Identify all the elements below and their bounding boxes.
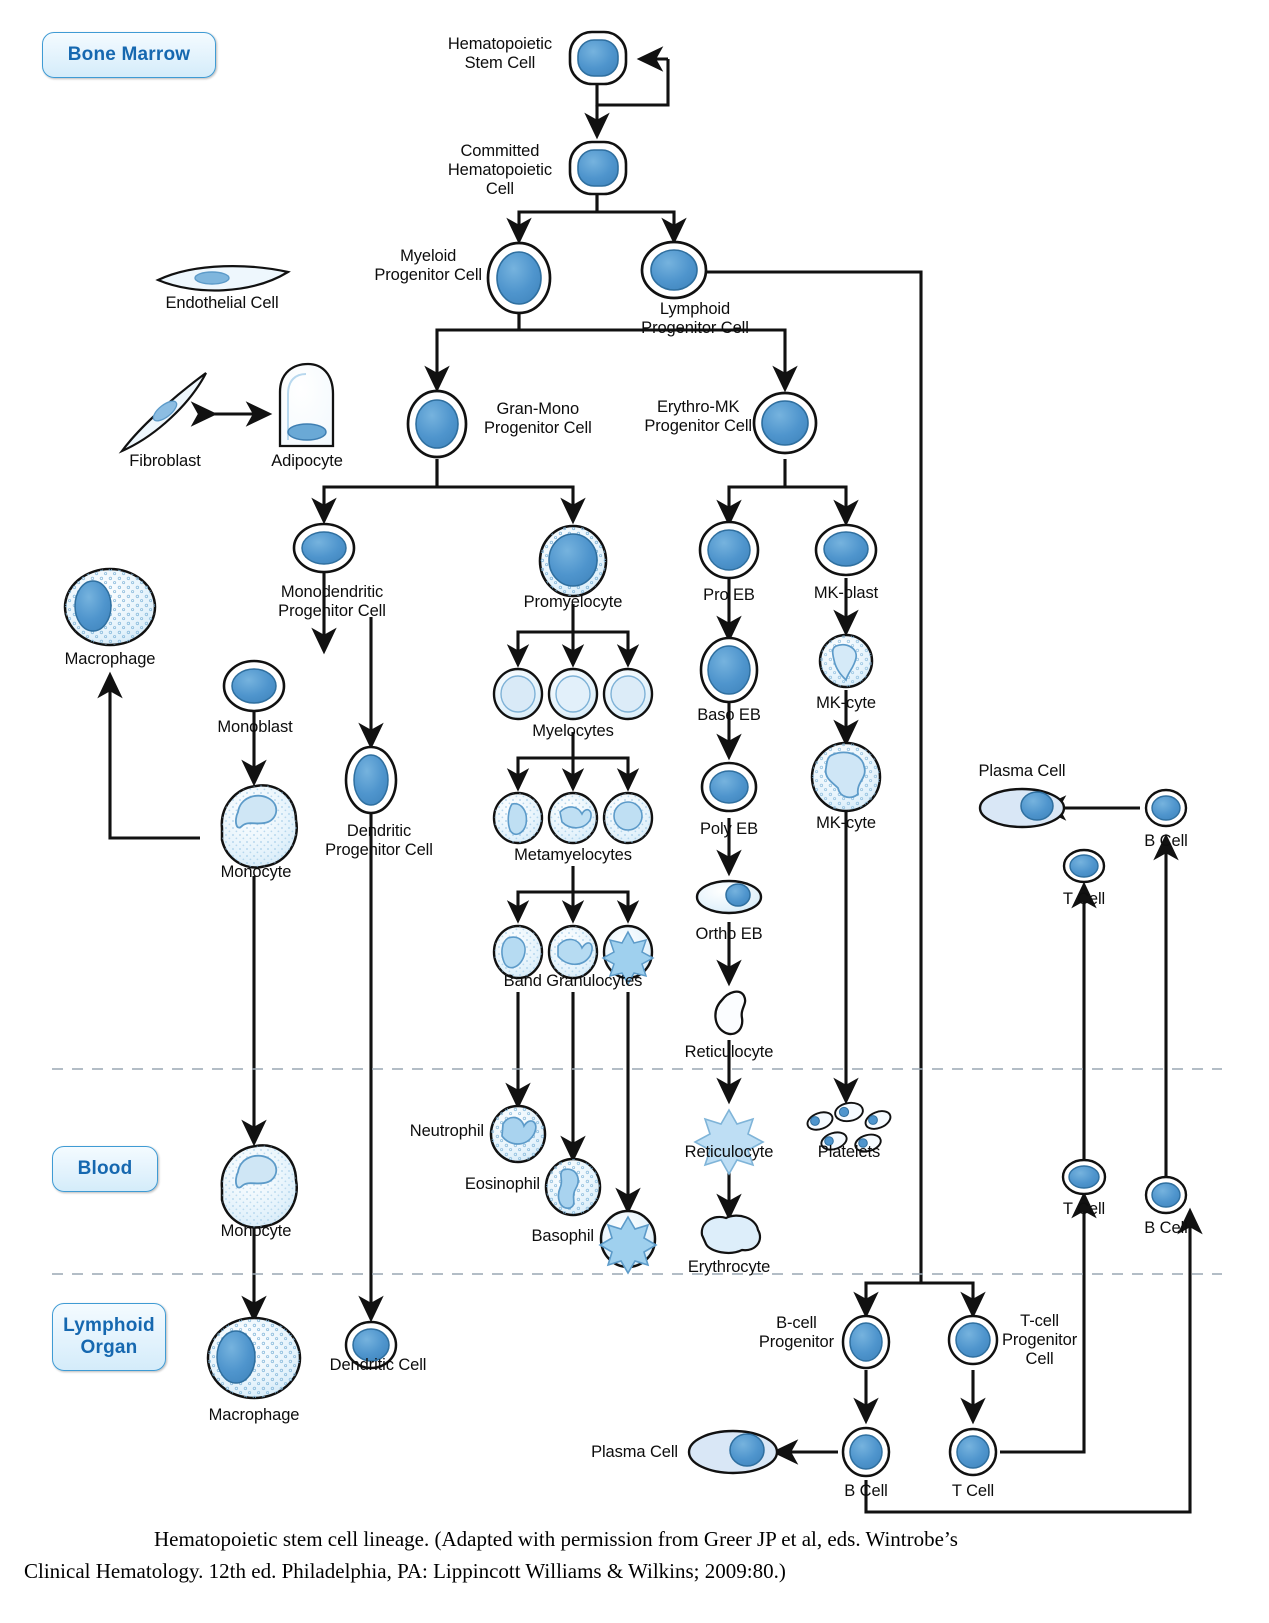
label-monoblast: Monoblast xyxy=(217,718,293,736)
label-dendritic-progenitor-cell: Dendritic Progenitor Cell xyxy=(325,822,433,859)
label-mk-cyte-1: MK-cyte xyxy=(816,694,876,712)
label-dendritic-cell: Dendritic Cell xyxy=(329,1356,427,1374)
label-monocyte-blood: Monocyte xyxy=(220,1222,292,1240)
label-adipocyte: Adipocyte xyxy=(271,452,343,470)
label-b-cell-blood: B Cell xyxy=(1144,1219,1188,1237)
label-plasma-cell-marrow: Plasma Cell xyxy=(978,762,1066,780)
label-reticulocyte-blood: Reticulocyte xyxy=(684,1143,774,1161)
badge-lymphoid-organ: Lymphoid Organ xyxy=(52,1303,166,1371)
label-macrophage-lymphoid: Macrophage xyxy=(208,1406,300,1424)
label-metamyelocytes: Metamyelocytes xyxy=(514,846,632,864)
label-reticulocyte-marrow: Reticulocyte xyxy=(684,1043,774,1061)
label-mk-blast: MK-blast xyxy=(813,584,879,602)
label-mk-cyte-2: MK-cyte xyxy=(816,814,876,832)
label-gran-mono-progenitor-cell: Gran-Mono Progenitor Cell xyxy=(484,400,592,437)
label-endothelial-cell: Endothelial Cell xyxy=(165,294,279,312)
caption-line-2: Clinical Hematology. 12th ed. Philadelph… xyxy=(24,1558,786,1583)
label-eosinophil: Eosinophil xyxy=(464,1175,540,1193)
label-band-granulocytes: Band Granulocytes xyxy=(503,972,643,990)
label-b-cell-lymphoid: B Cell xyxy=(844,1482,888,1500)
label-basophil: Basophil xyxy=(531,1227,595,1245)
badge-blood: Blood xyxy=(52,1146,158,1192)
label-baso-eb: Baso EB xyxy=(697,706,761,724)
label-t-cell-lymphoid: T Cell xyxy=(951,1482,995,1500)
label-macrophage-marrow: Macrophage xyxy=(64,650,156,668)
label-t-cell-blood: T Cell xyxy=(1062,1200,1106,1218)
label-lymphoid-progenitor-cell: Lymphoid Progenitor Cell xyxy=(641,300,749,337)
label-committed-hematopoietic-cell: Committed Hematopoietic Cell xyxy=(447,142,552,198)
label-ortho-eb: Ortho EB xyxy=(695,925,763,943)
label-b-cell-marrow: B Cell xyxy=(1144,832,1188,850)
label-t-cell-progenitor-cell: T-cell Progenitor Cell xyxy=(1002,1312,1078,1368)
caption-line-1: Hematopoietic stem cell lineage. (Adapte… xyxy=(154,1527,958,1551)
label-plasma-cell-lymphoid: Plasma Cell xyxy=(591,1443,678,1461)
label-promyelocyte: Promyelocyte xyxy=(523,593,623,611)
label-erythrocyte: Erythrocyte xyxy=(687,1258,771,1276)
label-t-cell-marrow: T Cell xyxy=(1062,890,1106,908)
label-myeloid-progenitor-cell: Myeloid Progenitor Cell xyxy=(374,247,482,284)
badge-bone-marrow: Bone Marrow xyxy=(42,32,216,78)
label-erythro-mk-progenitor-cell: Erythro-MK Progenitor Cell xyxy=(644,398,752,435)
label-fibroblast: Fibroblast xyxy=(129,452,201,470)
label-monodendritic-progenitor-cell: Monodendritic Progenitor Cell xyxy=(278,583,386,620)
label-monocyte-marrow: Monocyte xyxy=(220,863,292,881)
label-myelocytes: Myelocytes xyxy=(532,722,614,740)
figure-caption: Hematopoietic stem cell lineage. (Adapte… xyxy=(24,1524,1224,1587)
label-hematopoietic-stem-cell: Hematopoietic Stem Cell xyxy=(447,35,552,72)
label-poly-eb: Poly EB xyxy=(700,820,758,838)
label-pro-eb: Pro EB xyxy=(703,586,755,604)
label-neutrophil: Neutrophil xyxy=(409,1122,484,1140)
label-b-cell-progenitor: B-cell Progenitor xyxy=(758,1314,834,1351)
label-platelets: Platelets xyxy=(817,1143,881,1161)
